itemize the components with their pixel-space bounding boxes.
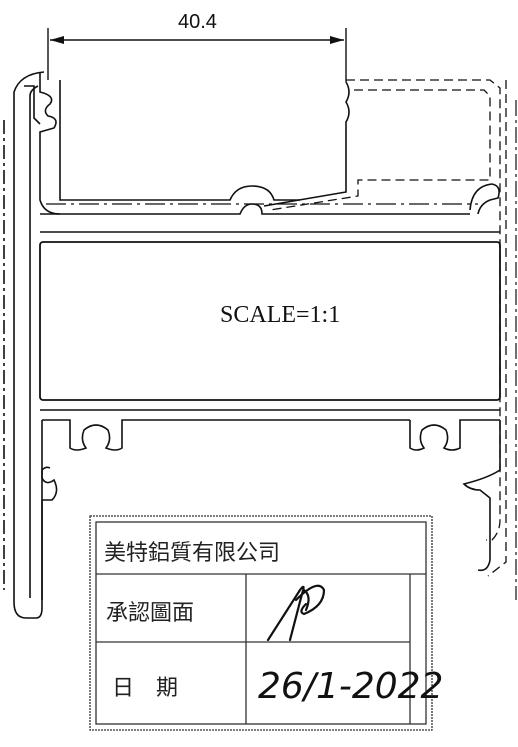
stamp-company-name: 美特鋁質有限公司 [104,541,280,566]
handwritten-date: 26/1-2022 [258,666,443,707]
scale-label: SCALE=1:1 [220,302,340,328]
stamp-approval-label: 承認圖面 [106,601,194,626]
stamp-date-label: 日 期 [112,676,178,701]
right-hook [469,183,500,215]
left-frame [3,71,61,619]
lower-section [40,409,501,600]
signature-mark [266,584,326,642]
dimension-annotation: 40.4 [47,11,347,82]
center-lines [46,100,517,600]
dimension-label: 40.4 [178,11,217,33]
dashed-overlay [269,79,507,577]
main-chamber: SCALE=1:1 [39,241,501,401]
top-chamber [40,80,500,233]
approval-stamp: 美特鋁質有限公司 承認圖面 日 期 26/1-2022 [89,515,443,731]
